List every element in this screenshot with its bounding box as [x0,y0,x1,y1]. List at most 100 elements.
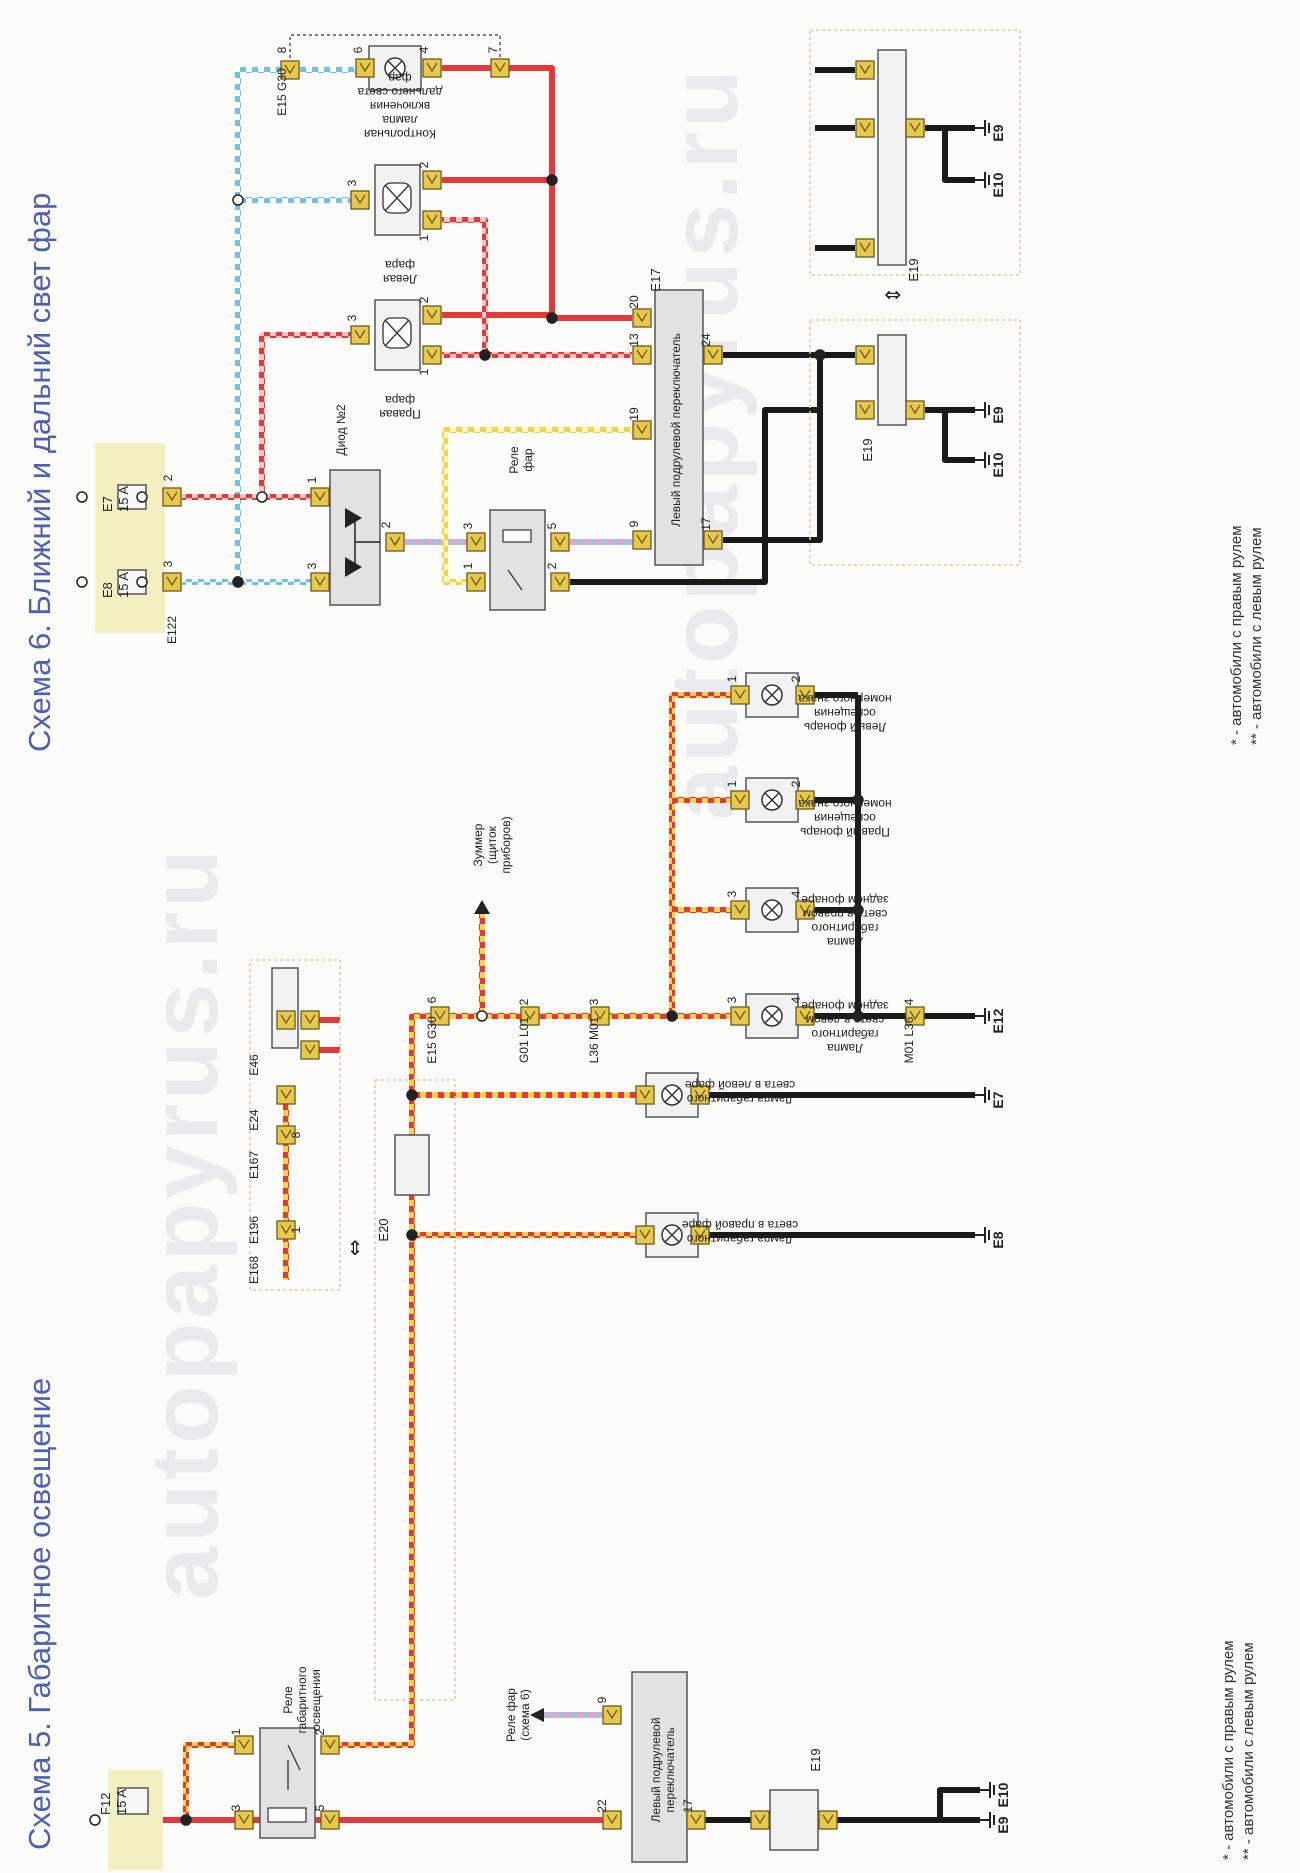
fuse-e8-id: E8 [100,582,115,598]
junction-node [232,576,244,588]
relay-switch-icon [507,569,523,591]
pin-mark [734,1010,746,1021]
fuse-pin-label: 2 [161,474,175,481]
connector-pin [602,1810,622,1830]
g01-l01-label: G01 L01 [517,1017,531,1063]
ground-icon [975,452,990,468]
scheme6-title: Схема 6. Ближний и дальний свет фар [22,192,57,752]
pin-mark [636,349,648,360]
connector-e19-label: E19 [906,258,921,281]
pin-mark [694,1229,706,1240]
lamp-pin-label: 3 [725,996,739,1003]
pin-mark [909,122,921,133]
lamp-cross-icon [387,60,403,76]
wire-high-beam-bus [442,65,632,321]
switch-pin-label: 17 [681,1799,695,1813]
wire-ground-e10 [937,1787,980,1820]
terminal-node [76,491,88,503]
wire-e19-variant-ground [942,128,975,183]
junction-node [814,349,826,361]
pin-1-label: 1 [289,1226,303,1233]
connector-pin [422,210,442,230]
note-left-hand-drive: ** - автомобили с левым рулем [1240,1642,1257,1860]
connector-pin [162,572,182,592]
connector-pin [276,1085,296,1105]
pin-2-label: 2 [517,998,531,1005]
ground-label: E12 [990,1008,1006,1033]
connector-pin [385,532,405,552]
relay-switch-icon [287,1744,301,1790]
pin-mark [859,349,871,360]
pin-mark [280,1089,292,1100]
relay-coil-icon [267,1807,307,1823]
fuse-block-label: E122 [165,616,179,644]
connector-pin [855,238,875,258]
connector-pin [310,572,330,592]
components-layer [76,29,1021,1870]
pin-6-label: 6 [425,996,439,1003]
diode-pin-label: 2 [379,521,393,528]
junction-node [546,312,558,324]
relay-pin-label: 3 [461,522,475,529]
wire-e19-ground [942,410,975,463]
pin-mark [639,1089,651,1100]
pin-mark [426,309,438,320]
ground-label: E7 [990,1091,1006,1108]
e15-g30-label: E15 G30 [425,1016,439,1064]
pin-mark [554,576,566,587]
connector-pin [355,58,375,78]
pin-mark [909,404,921,415]
connector-pin [310,487,330,507]
diode-icon [345,508,362,528]
lamp-cross-icon [764,902,780,918]
pin-mark [707,349,719,360]
connector-pin [855,345,875,365]
connector-pin [300,1010,320,1030]
pin-mark [636,312,648,323]
connector-e20 [394,1134,430,1196]
switch-id-label: E17 [648,268,663,291]
headlamp-pin-label: 2 [417,161,431,168]
terminal-node [232,194,244,206]
fuse-pin-label: 3 [161,560,175,567]
connector-pin [855,60,875,80]
lamp-pin-label: 2 [789,675,803,682]
terminal-node [136,491,148,503]
connector-e46 [271,967,299,1049]
pin-mark [606,1709,618,1720]
lamp-pin-label: 3 [725,890,739,897]
m01-l36-label: M01 L36 [902,1016,916,1063]
junction-node [852,1010,864,1022]
pin-mark [470,576,482,587]
pin-mark [304,1014,316,1025]
ground-icon [975,120,990,136]
swap-arrow-icon: ⇕ [883,287,905,304]
pin-mark [822,1814,834,1825]
fuse-f12-id: F12 [98,1793,113,1815]
connector-e20-label: E20 [376,1218,391,1241]
pin-mark [594,1010,606,1021]
e46-label: E46 [247,1054,261,1076]
lamp-pin-label: 4 [789,890,803,897]
connector-pin [550,572,570,592]
ground-icon [980,1782,995,1798]
note-right-hand-drive: * - автомобили с правым рулем [1220,1640,1237,1860]
relay-pin-label: 1 [229,1728,243,1735]
diode-lines [354,518,380,567]
pin-mark [799,1010,811,1021]
switch-pin-label: 19 [627,407,641,421]
ground-label: E9 [990,406,1006,423]
switch-pin-label: 13 [627,333,641,347]
shield-dashed-line [289,34,501,58]
l36-m01-label: L36 M01 [587,1016,601,1063]
pin-4-label: 4 [902,998,916,1005]
pin-mark [324,1814,336,1825]
connector-pin [905,118,925,138]
ground-label: E9 [990,124,1006,141]
connector-pin [632,345,652,365]
lamp-cross-icon [764,687,780,703]
pin-mark [166,491,178,502]
lamp-left-rear-parking-label: Лампагабаритногосвета в левомзаднем фона… [801,999,889,1055]
pin-mark [734,794,746,805]
